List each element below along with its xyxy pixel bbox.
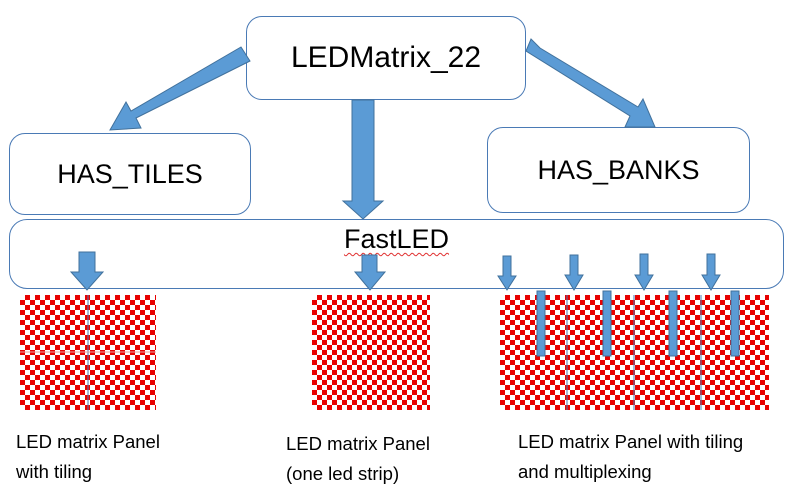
arrow-bank-4 [701,253,721,291]
ledmatrix-node: LEDMatrix_22 [246,16,526,100]
arrow-bank-1 [497,255,517,291]
caption-line: (one led strip) [286,463,400,484]
has-banks-label: HAS_BANKS [537,154,700,185]
arrow-to-has-banks [525,38,656,128]
caption-panel-multiplexing: LED matrix Panel with tiling and multipl… [518,427,743,487]
bank-strip-4 [730,290,740,357]
arrow-bank-2 [564,254,584,291]
bank-strip-1 [536,290,546,357]
caption-line: LED matrix Panel [16,431,160,452]
has-banks-node: HAS_BANKS [487,127,750,213]
has-tiles-node: HAS_TILES [9,133,251,215]
arrow-bank-3 [634,253,654,291]
fastled-node: FastLED [9,219,784,289]
bank-strip-3 [668,290,678,357]
caption-panel-single: LED matrix Panel (one led strip) [286,429,430,489]
arrow-to-panel-tiling [69,251,105,291]
arrow-to-fastled [341,99,385,220]
caption-line: with tiling [16,461,93,482]
arrow-to-has-tiles [109,46,251,131]
led-panel-single-strip [312,295,430,410]
bank-strip-2 [602,290,612,357]
caption-line: LED matrix Panel [286,433,430,454]
caption-line: and multiplexing [518,461,652,482]
fastled-label: FastLED [343,224,450,254]
arrow-to-panel-single [353,254,387,291]
has-tiles-label: HAS_TILES [57,158,203,189]
caption-panel-tiling: LED matrix Panel with tiling [16,427,160,487]
ledmatrix-label: LEDMatrix_22 [290,41,482,74]
caption-line: LED matrix Panel with tiling [518,431,744,452]
